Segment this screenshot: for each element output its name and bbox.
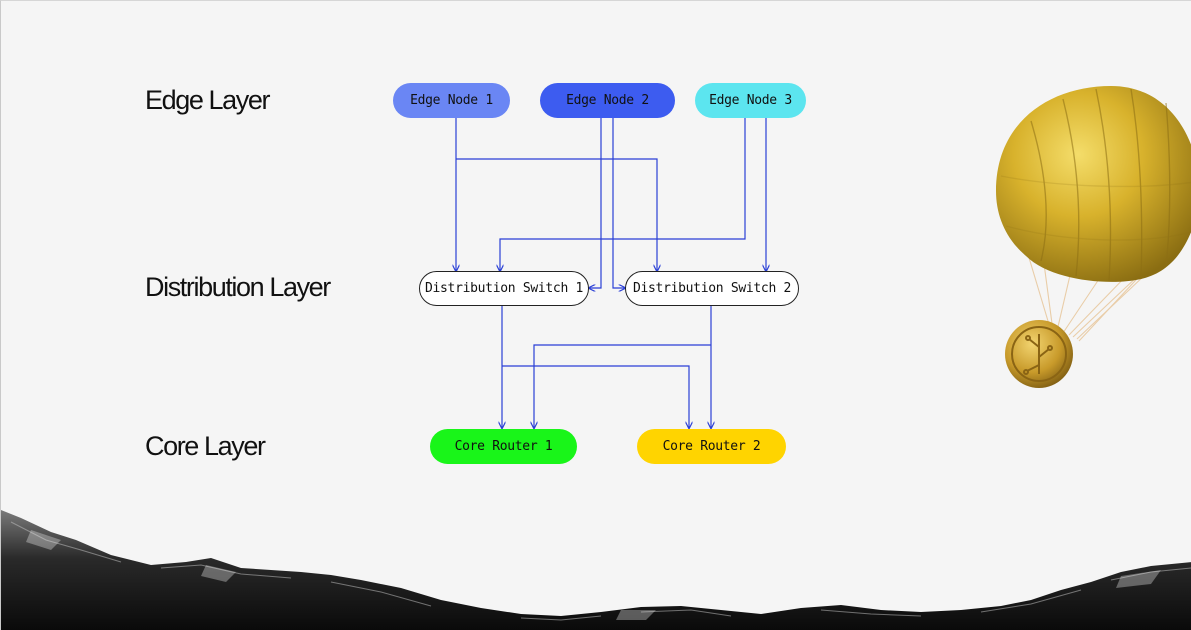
wire-edge1-dist2: [456, 158, 657, 271]
edge-node-3[interactable]: Edge Node 3: [695, 83, 806, 118]
core-router-2[interactable]: Core Router 2: [637, 429, 786, 464]
distribution-switch-1[interactable]: Distribution Switch 1: [419, 271, 589, 306]
wire-edge2-dist2: [612, 118, 625, 288]
wire-edge3-dist1: [500, 118, 746, 271]
edge-layer-label: Edge Layer: [145, 85, 271, 115]
core-layer-label: Core Layer: [145, 431, 266, 461]
edge-node-2[interactable]: Edge Node 2: [540, 83, 675, 118]
core-router-1[interactable]: Core Router 1: [430, 429, 577, 464]
wire-dist1-core2: [502, 365, 689, 428]
wire-edge2-dist1: [589, 118, 602, 288]
wire-dist2-core1: [534, 344, 711, 428]
mountains-illustration: [1, 510, 1191, 630]
distribution-switch-2[interactable]: Distribution Switch 2: [625, 271, 799, 306]
parachute-coin-icon: [996, 86, 1191, 388]
edge-node-1[interactable]: Edge Node 1: [393, 83, 510, 118]
distribution-layer-label: Distribution Layer: [145, 272, 331, 302]
